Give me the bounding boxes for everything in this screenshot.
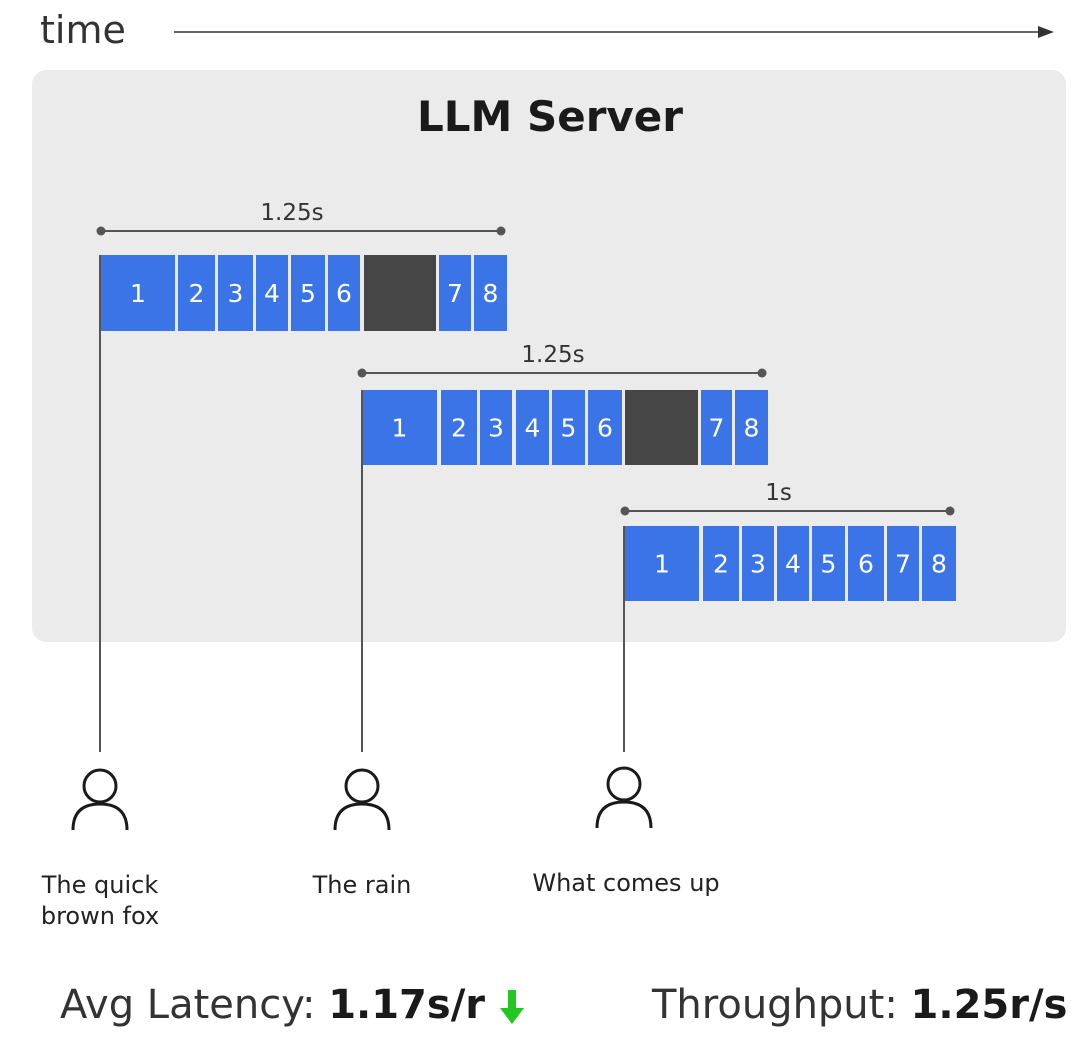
token-number: 3	[488, 414, 504, 443]
token-number: 8	[931, 550, 947, 579]
token-block	[441, 390, 477, 465]
token-block	[922, 526, 956, 601]
token-number: 7	[447, 279, 463, 308]
avg-latency-metric: Avg Latency: 1.17s/r	[60, 982, 525, 1028]
token-number: 8	[483, 279, 499, 308]
token-number: 4	[785, 550, 801, 579]
user-prompt-label: The rain	[312, 871, 412, 899]
token-block	[218, 255, 253, 331]
token-block	[328, 255, 360, 331]
token-block	[848, 526, 884, 601]
token-block	[735, 390, 768, 465]
token-block	[703, 526, 739, 601]
token-number: 3	[750, 550, 766, 579]
token-number: 5	[821, 550, 837, 579]
token-number: 4	[525, 414, 541, 443]
throughput-value: 1.25r/s	[910, 982, 1068, 1028]
token-number: 6	[597, 414, 613, 443]
token-number: 4	[264, 279, 280, 308]
stall-block	[364, 255, 436, 331]
server-title: LLM Server	[417, 92, 683, 141]
token-block	[439, 255, 471, 331]
token-block	[178, 255, 215, 331]
avg-latency-label: Avg Latency:	[60, 982, 316, 1028]
time-axis-arrow	[174, 26, 1054, 38]
avg-latency-value: 1.17s/r	[328, 982, 486, 1028]
token-number: 7	[709, 414, 725, 443]
token-block	[480, 390, 512, 465]
token-block	[812, 526, 845, 601]
measure-end-dot	[757, 368, 767, 378]
throughput-metric: Throughput: 1.25r/s	[652, 982, 1067, 1028]
token-number: 3	[228, 279, 244, 308]
user-prompt-label: The quick brown fox	[40, 871, 160, 930]
token-number: 6	[336, 279, 352, 308]
token-block	[256, 255, 288, 331]
measure-start-dot	[620, 506, 630, 516]
token-block	[101, 255, 175, 331]
user-prompt-label: What comes up	[532, 869, 720, 897]
token-number: 5	[561, 414, 577, 443]
token-number: 5	[300, 279, 316, 308]
duration-label: 1s	[765, 480, 792, 506]
token-block	[701, 390, 732, 465]
token-block	[742, 526, 774, 601]
token-block	[625, 526, 699, 601]
token-number: 2	[189, 279, 205, 308]
token-block	[516, 390, 549, 465]
user-icon	[333, 768, 391, 831]
token-block	[588, 390, 622, 465]
stall-block	[625, 390, 698, 465]
down-arrow-icon	[500, 990, 525, 1024]
token-block	[474, 255, 507, 331]
token-block	[887, 526, 919, 601]
token-number: 6	[858, 550, 874, 579]
token-number: 1	[130, 279, 146, 308]
token-number: 2	[713, 550, 729, 579]
token-block	[362, 390, 437, 465]
measure-end-dot	[945, 506, 955, 516]
throughput-label: Throughput:	[652, 982, 898, 1028]
time-axis-label: time	[40, 8, 126, 52]
token-number: 8	[744, 414, 760, 443]
measure-end-dot	[496, 226, 506, 236]
token-number: 1	[654, 550, 670, 579]
token-number: 2	[451, 414, 467, 443]
measure-start-dot	[357, 368, 367, 378]
token-number: 7	[895, 550, 911, 579]
user-icon	[71, 768, 129, 831]
measure-start-dot	[96, 226, 106, 236]
token-block	[291, 255, 325, 331]
token-block	[777, 526, 809, 601]
token-block	[552, 390, 585, 465]
duration-label: 1.25s	[521, 342, 584, 368]
duration-label: 1.25s	[260, 200, 323, 226]
token-number: 1	[392, 414, 408, 443]
user-icon	[595, 766, 653, 829]
